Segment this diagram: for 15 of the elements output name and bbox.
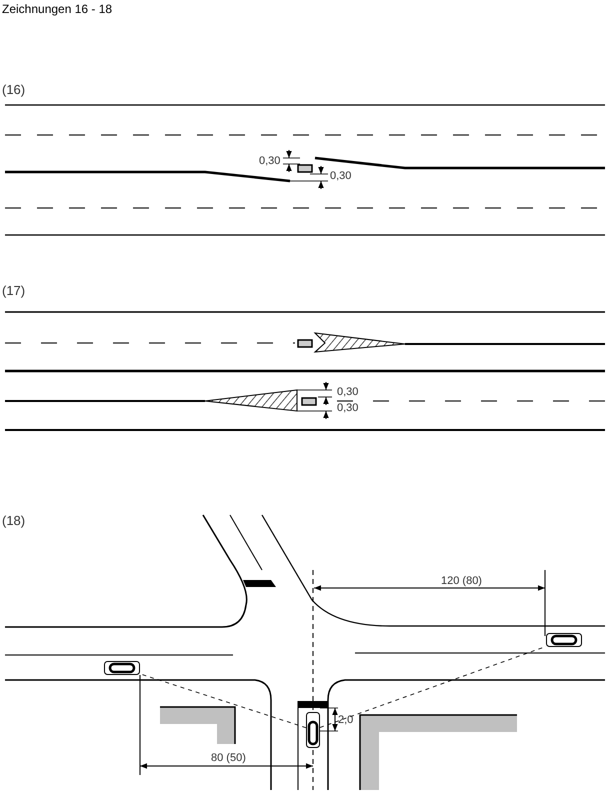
dimension-label: 0,30	[337, 387, 358, 398]
car-icon	[306, 712, 320, 748]
dimension-label: 120 (80)	[441, 576, 482, 587]
dimension-label: 80 (50)	[211, 753, 246, 764]
section-number: (16)	[2, 83, 26, 96]
dimension-label: 2,0	[338, 715, 354, 726]
car-icon	[546, 633, 582, 647]
section-number: (18)	[2, 514, 26, 527]
dimension-label: 0,30	[337, 403, 358, 414]
sight-line	[140, 673, 306, 728]
title: Zeichnungen 16 - 18	[2, 3, 112, 15]
dimension-label: 0,30	[330, 171, 352, 182]
car-icon	[104, 661, 140, 675]
dimension-label: 0,30	[259, 156, 280, 167]
section-number: (17)	[2, 284, 26, 297]
